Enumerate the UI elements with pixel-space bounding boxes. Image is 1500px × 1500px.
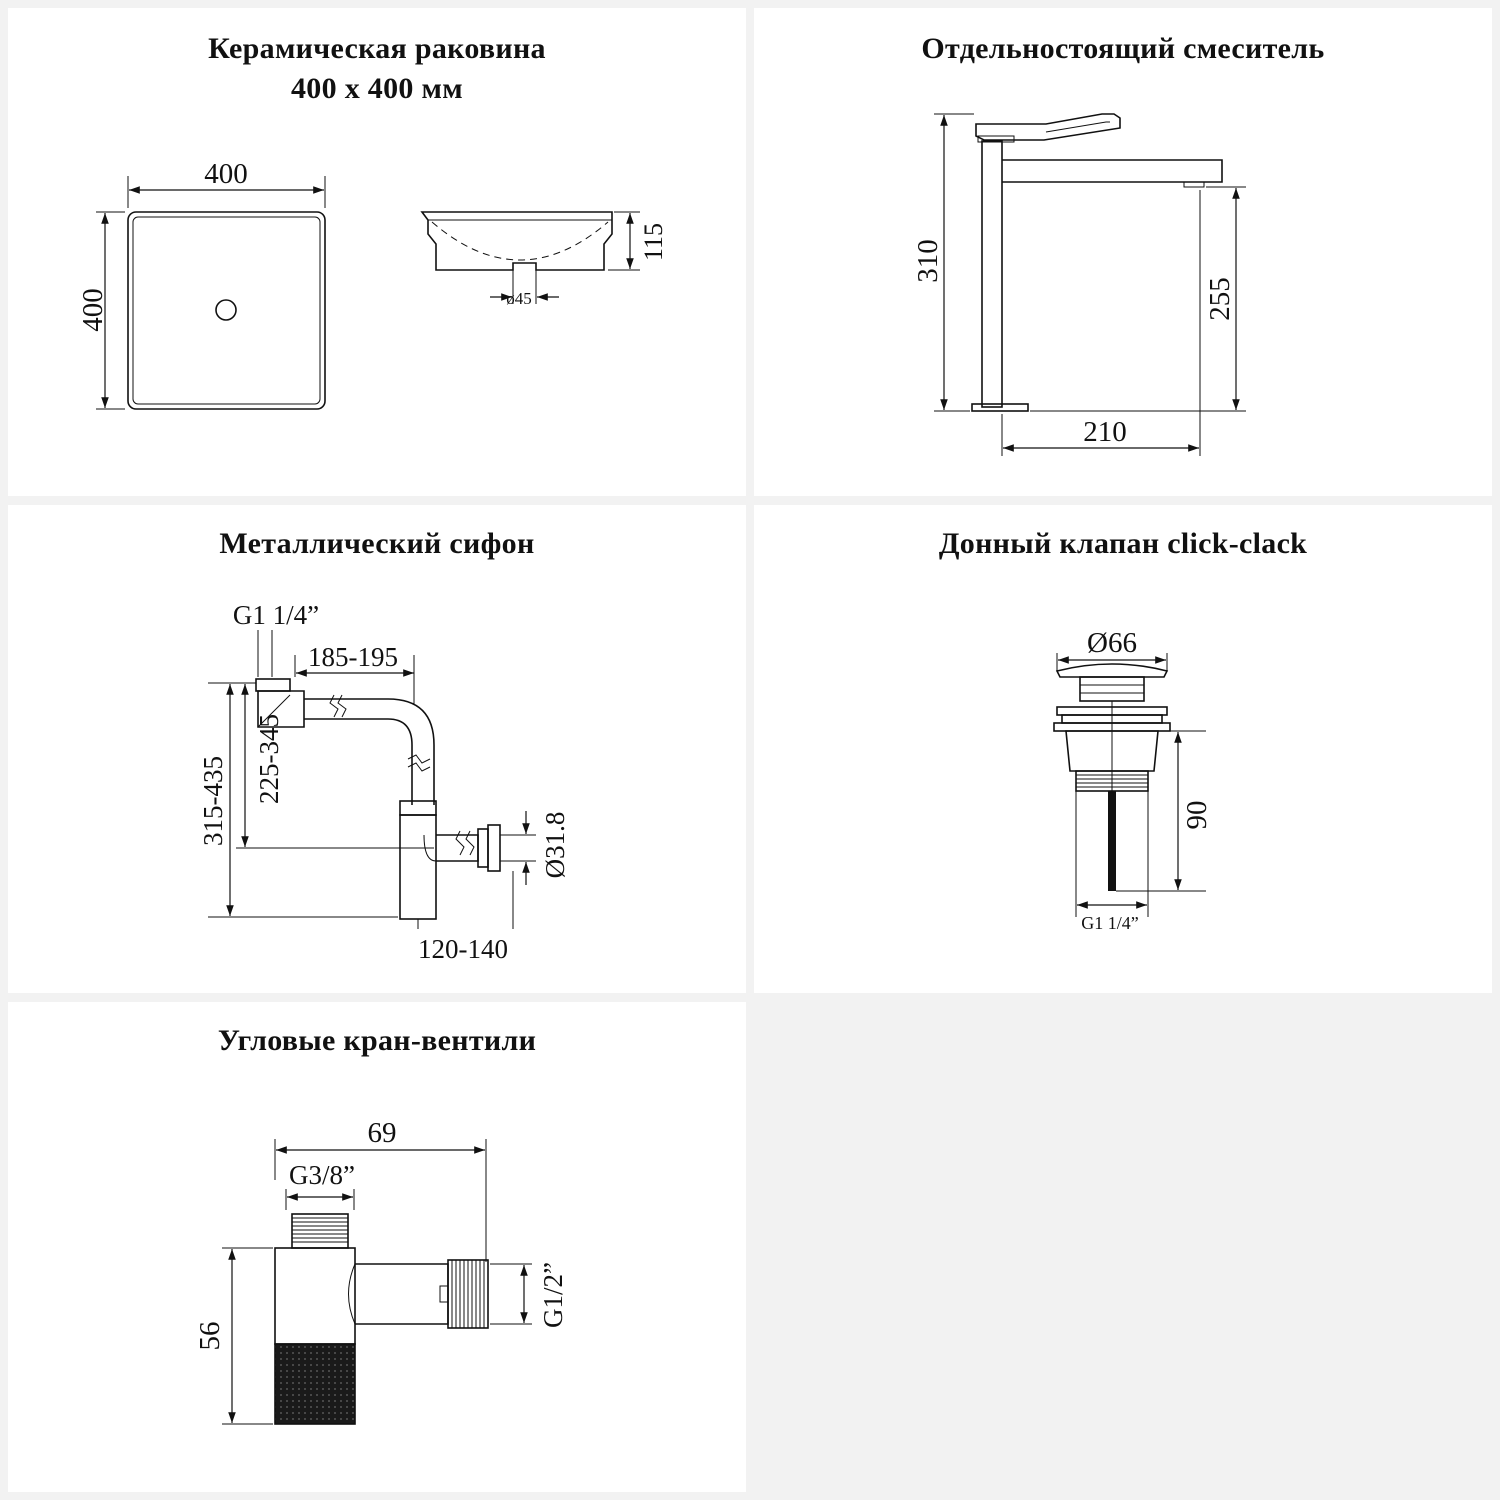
siphon-inner-height-label: 225-345 [254,714,284,804]
angle-valve-panel: Угловые кран-вентили 69 G3/8” [8,1002,746,1492]
angle-valve-side-outlet [355,1263,449,1325]
mixer-drawing: 310 255 210 [912,113,1246,456]
valve-panel: Донный клапан click-clack Ø66 90 G1 [754,505,1492,993]
angle-valve-length-label: 69 [368,1117,397,1149]
siphon-outlet-diameter-label: Ø31.8 [540,812,570,879]
sink-outer-outline [127,211,326,410]
siphon-inlet-nut [255,678,291,692]
siphon-bottle-body [399,814,437,920]
angle-valve-height-label: 56 [194,1322,226,1351]
valve-thread-label: G1 1/4” [1081,913,1139,933]
angle-valve-drawing: 69 G3/8” 56 G1/2” [194,1117,568,1425]
mixer-panel: Отдельностоящий смеситель 310 255 210 [754,8,1492,496]
siphon-horizontal-label: 185-195 [308,642,398,672]
valve-title: Донный клапан click-clack [938,527,1308,560]
valve-height-label: 90 [1181,801,1213,830]
siphon-bottom-label: 120-140 [418,934,508,964]
sink-title-line2: 400 х 400 мм [291,72,463,105]
angle-valve-knurled-handle [274,1343,356,1425]
mixer-title: Отдельностоящий смеситель [921,32,1325,65]
valve-cap-diameter-label: Ø66 [1087,627,1137,659]
siphon-horizontal-pipe [304,698,435,805]
sink-drain-hole [215,299,237,321]
siphon-thread-label: G1 1/4” [233,600,319,630]
sink-drawing: 400 400 115 ø45 [77,158,668,410]
mixer-total-height-label: 310 [912,239,944,283]
mixer-lever [975,113,1121,141]
sink-side-profile [420,211,613,271]
sink-title-line1: Керамическая раковина [208,32,546,65]
mixer-aerator [1183,181,1205,188]
valve-cap [1055,663,1169,678]
mixer-base [971,403,1029,412]
siphon-outlet-flange [487,824,501,872]
sink-height-label: 115 [639,223,668,261]
mixer-spout [1002,159,1223,183]
siphon-outlet-pipe [436,834,479,862]
valve-drawing: Ø66 90 G1 1/4” [1053,627,1213,933]
angle-valve-title: Угловые кран-вентили [217,1024,537,1057]
mixer-spout-height-label: 255 [1204,277,1236,321]
mixer-reach-label: 210 [1083,416,1127,448]
siphon-inlet-elbow [257,690,305,728]
siphon-body-nut [399,800,437,816]
valve-rod [1108,791,1116,891]
sink-drain-label: ø45 [506,289,532,308]
sink-panel: Керамическая раковина 400 х 400 мм 400 4… [8,8,746,496]
sink-bowl-hidden-line [431,221,609,261]
siphon-total-height-label: 315-435 [198,756,228,846]
angle-valve-top-thread-label: G3/8” [289,1160,355,1190]
siphon-panel: Металлический сифон G1 1/4” 185-195 Ø31.… [8,505,746,993]
siphon-drawing: G1 1/4” 185-195 Ø31.8 315-43 [198,600,570,964]
angle-valve-body [274,1247,356,1345]
mixer-body [981,140,1003,408]
siphon-title: Металлический сифон [219,527,535,560]
sink-depth-label: 400 [77,288,109,332]
angle-valve-side-thread-label: G1/2” [538,1262,568,1328]
valve-plug [1079,676,1145,702]
valve-body [1065,730,1159,772]
angle-valve-top-thread [291,1213,349,1249]
sink-width-label: 400 [204,158,248,190]
sink-inner-outline [132,216,321,405]
